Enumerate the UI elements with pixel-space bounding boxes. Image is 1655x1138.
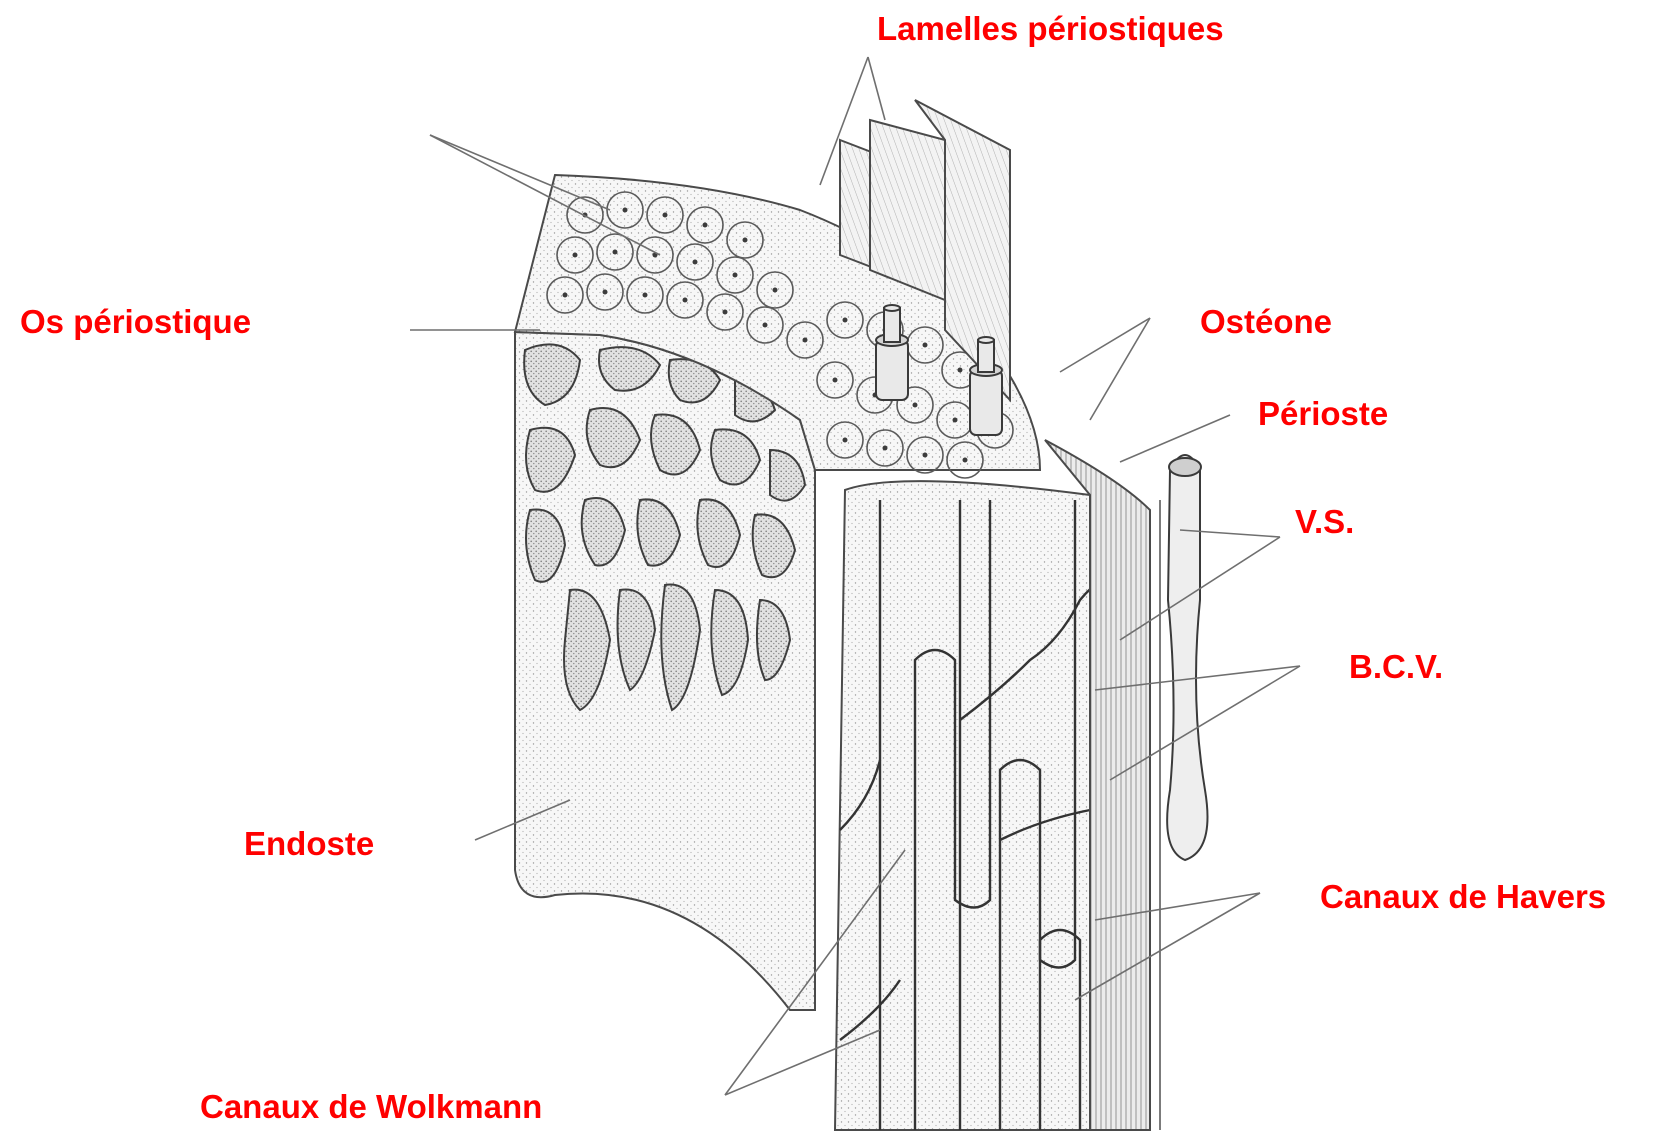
label-canaux-wolkmann: Canaux de Wolkmann xyxy=(200,1090,542,1123)
surface-vessel xyxy=(1167,455,1207,860)
label-endoste: Endoste xyxy=(244,827,374,860)
label-lamelles-periostiques: Lamelles périostiques xyxy=(877,12,1224,45)
label-vs: V.S. xyxy=(1295,505,1354,538)
label-os-periostique: Os périostique xyxy=(20,305,251,338)
label-perioste: Périoste xyxy=(1258,397,1388,430)
label-bcv: B.C.V. xyxy=(1349,650,1443,683)
label-canaux-havers: Canaux de Havers xyxy=(1320,880,1606,913)
vessel-opening xyxy=(1169,458,1201,476)
label-osteone: Ostéone xyxy=(1200,305,1332,338)
